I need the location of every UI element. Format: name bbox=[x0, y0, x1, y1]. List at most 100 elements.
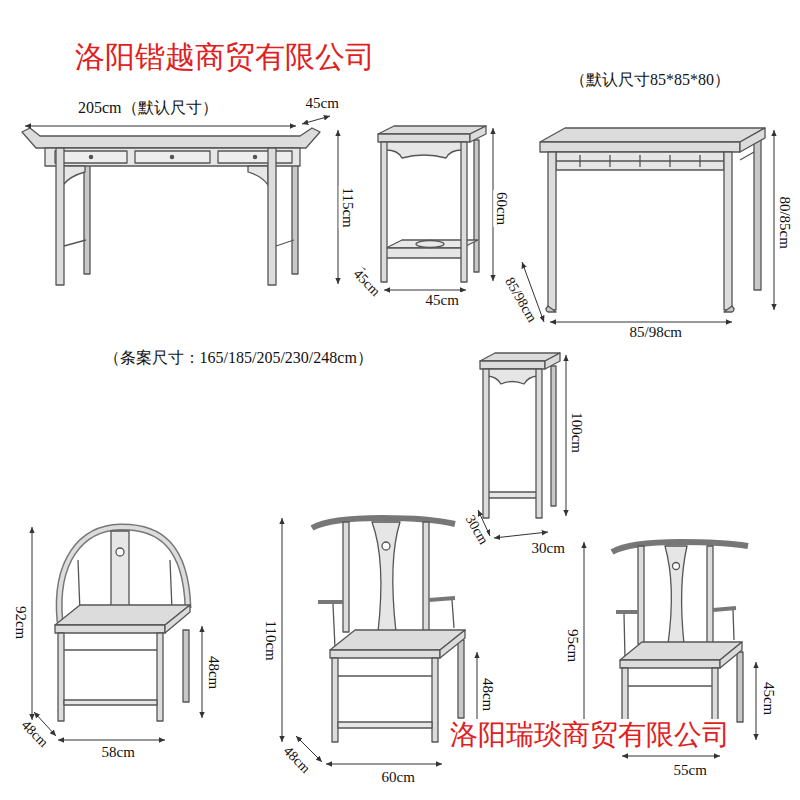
round-back-chair-part bbox=[64, 649, 157, 650]
square-stand-part bbox=[386, 142, 462, 158]
dimension-line bbox=[622, 756, 720, 757]
console-table-part bbox=[276, 240, 294, 246]
dimension-line bbox=[32, 527, 33, 720]
square-stand-part bbox=[378, 126, 486, 134]
official-hat-chair-part bbox=[338, 722, 432, 728]
dimension-label: 85/98cm bbox=[500, 273, 540, 327]
console-table-part bbox=[63, 166, 85, 185]
square-stand-part bbox=[386, 248, 462, 258]
official-hat-chair-part bbox=[423, 522, 429, 632]
round-back-chair-part bbox=[170, 560, 172, 610]
square-table-part bbox=[546, 306, 556, 312]
tall-stand-part bbox=[551, 366, 556, 506]
tall-stand-part bbox=[483, 369, 489, 518]
dimension-label: 45cm bbox=[348, 265, 384, 301]
yoke-back-chair bbox=[612, 542, 748, 742]
round-back-chair-part bbox=[64, 700, 157, 705]
official-hat-chair-part bbox=[333, 604, 335, 648]
console-table-part bbox=[22, 128, 320, 148]
dimension-line bbox=[774, 130, 775, 310]
square-stand bbox=[378, 126, 486, 282]
tall-stand-part bbox=[488, 369, 537, 384]
yoke-back-chair-part bbox=[665, 546, 687, 644]
square-table bbox=[540, 128, 765, 312]
round-back-chair bbox=[55, 527, 190, 721]
dimension-label: 30cm bbox=[460, 511, 491, 549]
console-table-part bbox=[268, 148, 276, 285]
dimension-label: 30cm bbox=[530, 540, 567, 557]
square-stand-part bbox=[470, 126, 486, 142]
dimension-label: 58cm bbox=[100, 744, 137, 761]
square-stand-part bbox=[474, 140, 479, 272]
yoke-back-chair-part bbox=[616, 610, 638, 614]
square-stand-part bbox=[416, 241, 444, 248]
official-hat-chair-part bbox=[458, 640, 464, 718]
round-back-chair-part bbox=[165, 605, 190, 633]
tall-stand-part bbox=[480, 361, 545, 369]
dimension-label: 48cm bbox=[205, 653, 222, 690]
yoke-back-chair-part bbox=[720, 642, 742, 668]
square-table-part bbox=[740, 128, 765, 152]
dimension-label: 48cm bbox=[16, 716, 52, 752]
official-hat-chair-part bbox=[432, 658, 438, 742]
console-table-part bbox=[253, 155, 256, 158]
dimension-line bbox=[584, 542, 585, 742]
yoke-back-chair-part bbox=[628, 685, 712, 686]
official-hat-chair-part bbox=[429, 598, 455, 600]
official-hat-chair-part bbox=[372, 522, 400, 632]
dimension-label: 85/98cm bbox=[628, 324, 685, 341]
official-hat-chair-part bbox=[343, 522, 349, 632]
dimension-line bbox=[302, 116, 330, 124]
round-back-chair-part bbox=[55, 625, 165, 633]
official-hat-chair-part bbox=[330, 650, 440, 658]
dimension-line bbox=[384, 290, 466, 291]
square-stand-part bbox=[381, 142, 387, 282]
yoke-back-chair-part bbox=[737, 652, 743, 722]
square-table-part bbox=[724, 152, 732, 310]
dimension-label: 48cm bbox=[278, 742, 314, 778]
dimension-label: 48cm bbox=[479, 675, 496, 712]
official-hat-chair-part bbox=[338, 675, 432, 676]
dimension-label: 115cm bbox=[339, 185, 356, 229]
tall-stand-part bbox=[488, 492, 538, 498]
round-back-chair-part bbox=[183, 630, 189, 702]
round-back-chair-part bbox=[157, 633, 163, 721]
dimension-line bbox=[282, 518, 283, 742]
yoke-back-chair-part bbox=[673, 563, 680, 570]
dimension-line bbox=[566, 355, 567, 516]
dimension-lines bbox=[25, 116, 774, 764]
tall-stand-part bbox=[545, 353, 560, 369]
square-table-part bbox=[724, 306, 734, 312]
yoke-back-chair-part bbox=[624, 614, 625, 658]
dimension-label: 45cm bbox=[760, 679, 777, 716]
console-table-part bbox=[64, 240, 86, 246]
watermark: 洛阳瑞琰商贸有限公司 bbox=[448, 719, 732, 751]
round-back-chair-part bbox=[116, 548, 124, 556]
console-table-part bbox=[170, 155, 173, 158]
dimension-label: 80/85cm bbox=[775, 194, 792, 251]
dimension-label: 55cm bbox=[672, 762, 709, 779]
square-table-part bbox=[548, 152, 556, 310]
yoke-back-chair-part bbox=[733, 610, 734, 640]
dimension-label: 60cm bbox=[493, 189, 510, 226]
console-table-part bbox=[135, 151, 210, 163]
yoke-back-chair-part bbox=[713, 608, 736, 610]
dimension-label: 45cm bbox=[424, 292, 461, 309]
note-text: （默认尺寸85*85*80） bbox=[568, 71, 732, 89]
official-hat-chair-part bbox=[382, 542, 390, 550]
dimension-line bbox=[25, 126, 296, 127]
official-hat-chair bbox=[312, 518, 465, 742]
yoke-back-chair-part bbox=[638, 546, 644, 644]
console-table bbox=[22, 128, 320, 285]
tall-stand bbox=[480, 353, 560, 518]
round-back-chair-part bbox=[78, 560, 80, 612]
dimension-line bbox=[494, 532, 548, 538]
yoke-back-chair-part bbox=[620, 660, 720, 668]
square-stand-part bbox=[378, 134, 470, 142]
official-hat-chair-part bbox=[452, 600, 454, 628]
dimension-label: 100cm bbox=[567, 410, 584, 455]
dimension-label: 205cm（默认尺寸） bbox=[76, 99, 220, 117]
console-table-part bbox=[56, 148, 64, 285]
